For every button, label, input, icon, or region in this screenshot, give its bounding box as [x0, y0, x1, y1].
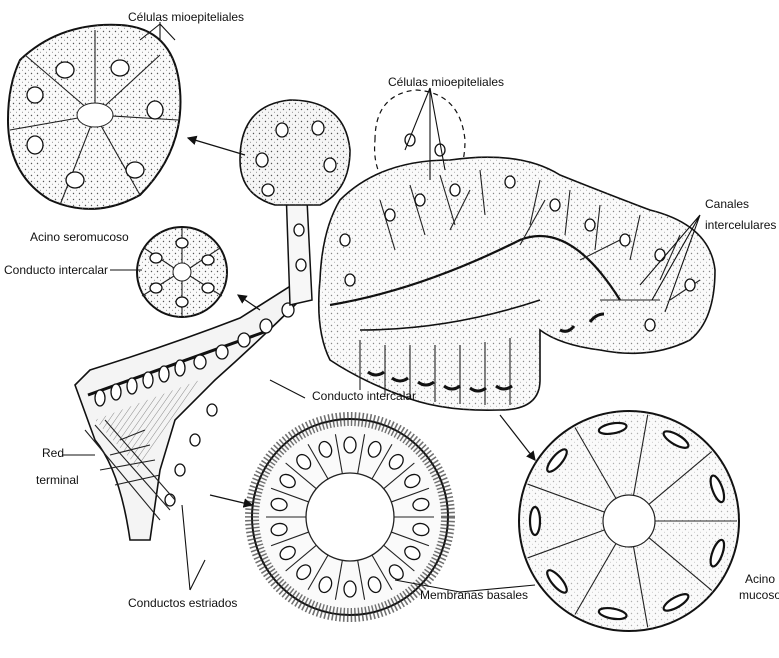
conducto-estriado-cross-section	[252, 419, 448, 615]
label-acino: Acino	[745, 572, 775, 586]
label-membranas-basales: Membranas basales	[420, 588, 528, 602]
label-intercelulares: intercelulares	[705, 218, 776, 232]
label-mucoso: mucoso	[739, 588, 779, 602]
label-canales: Canales	[705, 197, 749, 211]
label-conductos-estriados: Conductos estriados	[128, 596, 237, 610]
label-terminal: terminal	[36, 473, 79, 487]
label-acino-seromucoso: Acino seromucoso	[30, 230, 129, 244]
cell-nucleus	[344, 581, 356, 597]
label-conducto-intercalar-left: Conducto intercalar	[4, 263, 108, 277]
conducto-intercalar-cross-section	[137, 227, 227, 317]
label-celulas-mioepiteliales-mid: Células mioepiteliales	[388, 75, 504, 89]
label-celulas-mioepiteliales-top: Células mioepiteliales	[128, 10, 244, 24]
label-conducto-intercalar-mid: Conducto intercalar	[312, 389, 416, 403]
label-red: Red	[42, 446, 64, 460]
acino-seromucoso-cross-section	[8, 25, 181, 209]
cell-nucleus	[530, 507, 540, 535]
cell-nucleus	[344, 437, 356, 453]
acino-mucoso-cross-section	[519, 411, 739, 631]
